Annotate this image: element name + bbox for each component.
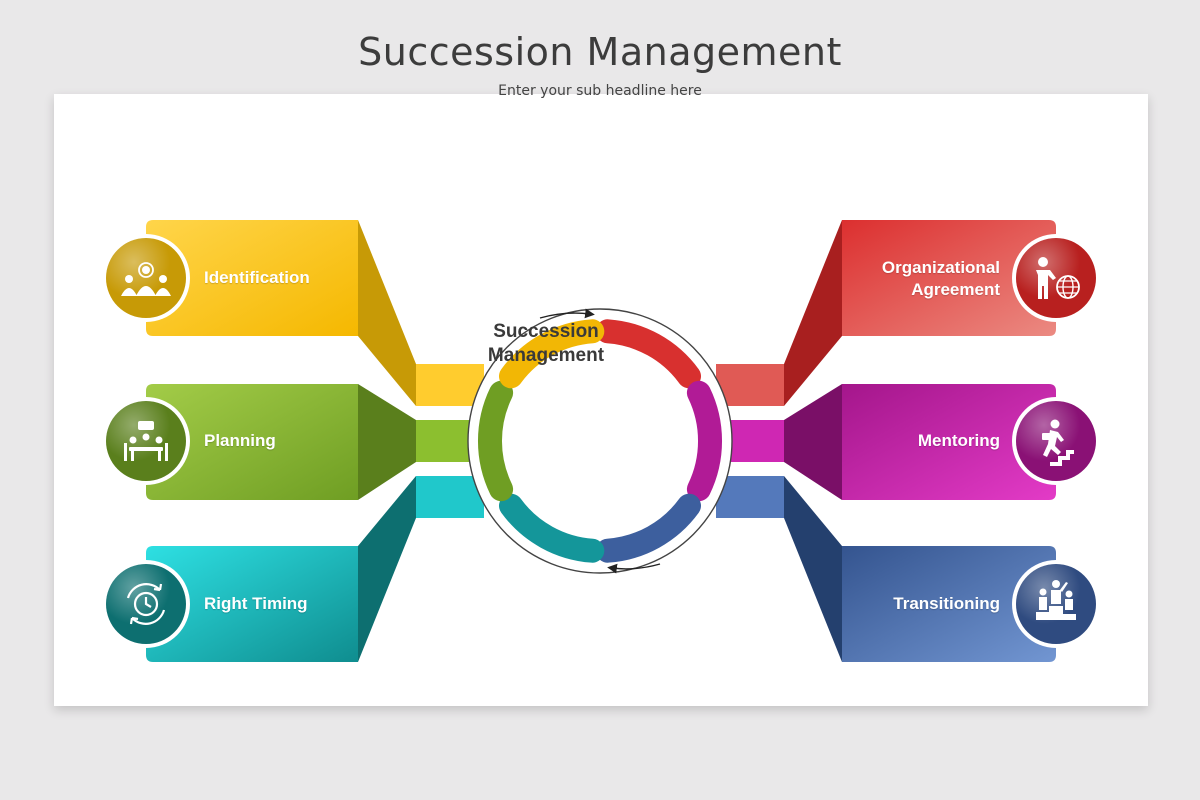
- branch-right-timing: [146, 476, 484, 662]
- branch-planning-connector: [416, 420, 470, 462]
- branch-transitioning-connector: [716, 476, 784, 518]
- card-transitioning[interactable]: [842, 546, 1056, 662]
- ring-segment-organizational-agreement: [595, 319, 701, 389]
- branch-identification-side: [358, 220, 416, 406]
- branch-organizational-agreement: [716, 220, 1056, 406]
- ring-segment-mentoring: [686, 380, 723, 502]
- label-planning: Planning: [204, 431, 276, 450]
- climbing-stairs-icon: [1042, 419, 1074, 466]
- team-leader-icon: [121, 262, 171, 296]
- ring-outline-left-bottom: [467, 440, 601, 574]
- branch-identification-connector: [416, 364, 484, 406]
- card-right-timing[interactable]: [146, 546, 358, 662]
- branch-planning: [146, 384, 470, 500]
- card-identification[interactable]: [146, 220, 358, 336]
- branch-organizational-agreement-side: [784, 220, 842, 406]
- podium-people-icon: [1036, 580, 1076, 620]
- card-organizational-agreement[interactable]: [842, 220, 1056, 336]
- branch-planning-side: [358, 384, 416, 500]
- branch-mentoring-connector: [730, 420, 784, 462]
- identification-icon-badge: [102, 234, 190, 322]
- ring-outline-right-top: [599, 308, 733, 442]
- page-title: Succession Management: [358, 30, 842, 74]
- right-timing-icon-badge: [102, 560, 190, 648]
- center-label: Succession Management: [487, 321, 605, 366]
- mentoring-icon-badge: [1012, 397, 1100, 485]
- clock-cycle-icon: [126, 583, 166, 625]
- center-ring: [467, 308, 733, 574]
- transitioning-icon-badge: [1012, 560, 1100, 648]
- branch-transitioning-side: [784, 476, 842, 662]
- ring-segment-right-timing: [499, 493, 605, 563]
- ring-outline-left-top: [467, 308, 601, 442]
- planning-icon-badge: [102, 397, 190, 485]
- ring-arrow-top: [539, 308, 595, 319]
- page-subtitle: Enter your sub headline here: [498, 83, 702, 99]
- branch-right-timing-side: [358, 476, 416, 662]
- ring-arrow-bottom: [607, 563, 661, 574]
- ring-segments: [477, 319, 723, 563]
- branch-identification: [146, 220, 484, 406]
- ring-outline-right-bottom: [599, 440, 733, 574]
- label-identification: Identification: [204, 268, 310, 287]
- ring-segment-identification: [499, 319, 605, 389]
- ring-segment-planning: [477, 380, 514, 502]
- organizational-agreement-icon-badge: [1012, 234, 1100, 322]
- branch-organizational-agreement-connector: [716, 364, 784, 406]
- card-planning[interactable]: [146, 384, 358, 500]
- label-transitioning: Transitioning: [893, 594, 1000, 613]
- center-circle: [510, 351, 690, 531]
- card-mentoring[interactable]: [842, 384, 1056, 500]
- label-organizational-agreement: Organizational Agreement: [881, 258, 1000, 299]
- branch-mentoring: [730, 384, 1056, 500]
- branch-mentoring-side: [784, 384, 842, 500]
- meeting-icon: [124, 421, 168, 461]
- branch-transitioning: [716, 476, 1056, 662]
- branch-right-timing-connector: [416, 476, 484, 518]
- label-mentoring: Mentoring: [917, 431, 1000, 450]
- label-right-timing: Right Timing: [204, 594, 308, 613]
- ring-segment-transitioning: [595, 493, 701, 563]
- businessman-globe-icon: [1036, 257, 1080, 299]
